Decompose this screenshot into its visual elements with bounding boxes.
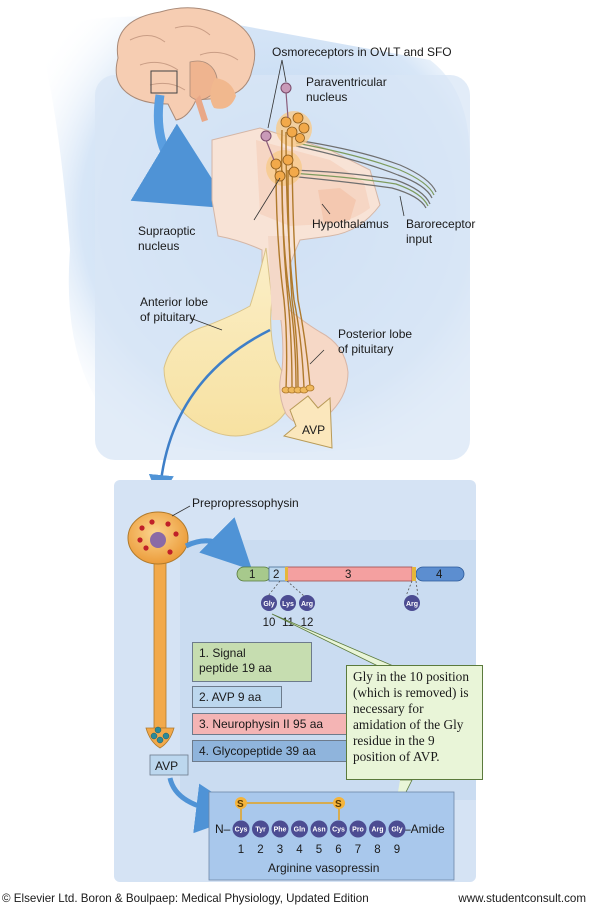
posterior-lobe-label: Posterior lobe xyxy=(338,327,412,341)
legend-neurophysin-label: 3. Neurophysin II 95 aa xyxy=(199,717,324,731)
avp-release-arrow: AVP xyxy=(282,395,333,449)
posterior-lobe-label-2: of pituitary xyxy=(338,342,393,356)
prepropressophysin-leader xyxy=(171,505,191,517)
vasopressin-residue-label: Phe xyxy=(274,827,287,834)
vasopressin-residue-6 xyxy=(330,820,347,838)
disulfide-bond: S S xyxy=(235,797,345,820)
baroreceptor-fibres xyxy=(287,139,437,209)
residue-number: 12 xyxy=(301,617,314,629)
osmoreceptor-label: Osmoreceptors in OVLT and SFO xyxy=(272,45,452,59)
magnocellular-neuron xyxy=(127,511,189,749)
axon-bundle xyxy=(275,129,311,389)
osmoreceptor-cells xyxy=(260,82,292,161)
legend-signal-label: 1. Signal xyxy=(199,646,246,660)
paraventricular-label: Paraventricular xyxy=(306,75,387,89)
vasopressin-residue-label: Asn xyxy=(312,827,325,834)
cell-to-precursor-arrow xyxy=(184,517,253,571)
vasopressin-residue-8 xyxy=(369,820,386,838)
vasopressin-residue-number: 2 xyxy=(257,844,263,856)
vasopressin-residue-3 xyxy=(271,820,289,838)
vasopressin-residue-2 xyxy=(252,820,269,838)
anterior-lobe-label-2: of pituitary xyxy=(140,310,195,324)
segment-3-label: 3 xyxy=(345,569,351,581)
credit-line: © Elsevier Ltd. Boron & Boulpaep: Medica… xyxy=(2,892,592,905)
legend-signal-peptide: 1. Signal peptide 19 aa xyxy=(192,642,312,682)
avp-granule-label: AVP xyxy=(155,759,178,773)
pituitary-to-neuron-arrow xyxy=(148,328,271,500)
residue-label: Arg xyxy=(406,601,418,608)
vasopressin-residue-4 xyxy=(291,820,308,838)
vasopressin-residue-number: 1 xyxy=(238,844,244,856)
legend-glycopeptide-label: 4. Glycopeptide 39 aa xyxy=(199,744,316,758)
vasopressin-residue-label: Arg xyxy=(371,827,383,834)
vasopressin-residue-7 xyxy=(349,820,367,838)
legend-neurophysin: 3. Neurophysin II 95 aa xyxy=(192,713,370,735)
brain-focus-box xyxy=(150,70,178,94)
residue-label: Arg xyxy=(301,601,313,608)
credit-left: © Elsevier Ltd. Boron & Boulpaep: Medica… xyxy=(2,892,369,905)
amide-label: –Amide xyxy=(404,822,445,836)
vasopressin-residue-number: 6 xyxy=(335,844,341,856)
vasopressin-residue-9 xyxy=(388,820,406,838)
vasopressin-residue-1 xyxy=(232,820,250,838)
baroreceptor-label: Baroreceptor xyxy=(406,217,475,231)
paraventricular-neurons xyxy=(280,112,310,143)
residue-arg-c xyxy=(404,595,420,611)
baroreceptor-label-2: input xyxy=(406,232,433,246)
legend-avp: 2. AVP 9 aa xyxy=(192,686,282,708)
brain-illustration xyxy=(115,7,256,122)
legend-glycopeptide: 4. Glycopeptide 39 aa xyxy=(192,740,370,762)
cleavage-residues: Gly Lys Arg Arg 10 11 12 xyxy=(261,580,420,629)
legend-signal-label-2: peptide 19 aa xyxy=(199,661,272,675)
n-terminus-label: N– xyxy=(215,822,231,836)
residue-label: Lys xyxy=(282,601,294,608)
residue-gly-10 xyxy=(261,595,277,611)
prepropressophysin-label: Prepropressophysin xyxy=(192,496,299,510)
supraoptic-label: Supraoptic xyxy=(138,224,195,238)
arginine-vasopressin-label: Arginine vasopressin xyxy=(268,861,379,875)
vasopressin-residue-label: Cys xyxy=(332,827,345,834)
vasopressin-residue-label: Cys xyxy=(235,827,248,834)
residue-number: 11 xyxy=(282,617,294,629)
anterior-lobe-label: Anterior lobe xyxy=(140,295,208,309)
amidation-callout: Gly in the 10 position (which is removed… xyxy=(346,665,483,780)
precursor-bar: 1 2 3 4 xyxy=(236,566,465,582)
vasopressin-residue-label: Tyr xyxy=(255,827,266,834)
leader-lines xyxy=(189,59,405,365)
segment-4-label: 4 xyxy=(436,569,443,581)
sulfur-label: S xyxy=(237,799,244,810)
vasopressin-residue-number: 8 xyxy=(374,844,380,856)
vasopressin-residue-number: 3 xyxy=(277,844,283,856)
supraoptic-label-2: nucleus xyxy=(138,239,179,253)
residue-arg-12 xyxy=(299,595,315,611)
vasopressin-residue-number: 7 xyxy=(355,844,361,856)
sulfur-label: S xyxy=(335,799,342,810)
supraoptic-neurons xyxy=(270,154,300,182)
residue-lys-11 xyxy=(280,595,296,611)
paraventricular-label-2: nucleus xyxy=(306,90,347,104)
avp-granule-box xyxy=(149,754,189,776)
legend-avp-label: 2. AVP 9 aa xyxy=(199,690,262,704)
credit-right: www.studentconsult.com xyxy=(458,892,586,905)
vasopressin-residue-number: 5 xyxy=(316,844,322,856)
vasopressin-residue-label: Gln xyxy=(294,827,306,834)
avp-release-label: AVP xyxy=(302,423,325,437)
vasopressin-residue-5 xyxy=(310,820,328,838)
vasopressin-residue-number: 4 xyxy=(296,844,303,856)
residue-label: Gly xyxy=(263,601,274,608)
segment-2-label: 2 xyxy=(273,569,279,581)
brain-to-hypothalamus-arrow xyxy=(130,94,231,209)
hypothalamus-label: Hypothalamus xyxy=(312,217,389,231)
vasopressin-residue-label: Gly xyxy=(391,827,402,834)
vasopressin-residues: Cys 1 Tyr 2 Phe 3 Gln 4 Asn 5 Cys 6 Pro 7 Arg 8 Gly 9 xyxy=(232,820,406,856)
vasopressin-residue-label: Pro xyxy=(352,827,364,834)
residue-number: 10 xyxy=(263,617,276,629)
segment-1-label: 1 xyxy=(249,569,255,581)
vasopressin-panel xyxy=(208,791,455,881)
vasopressin-residue-number: 9 xyxy=(394,844,400,856)
